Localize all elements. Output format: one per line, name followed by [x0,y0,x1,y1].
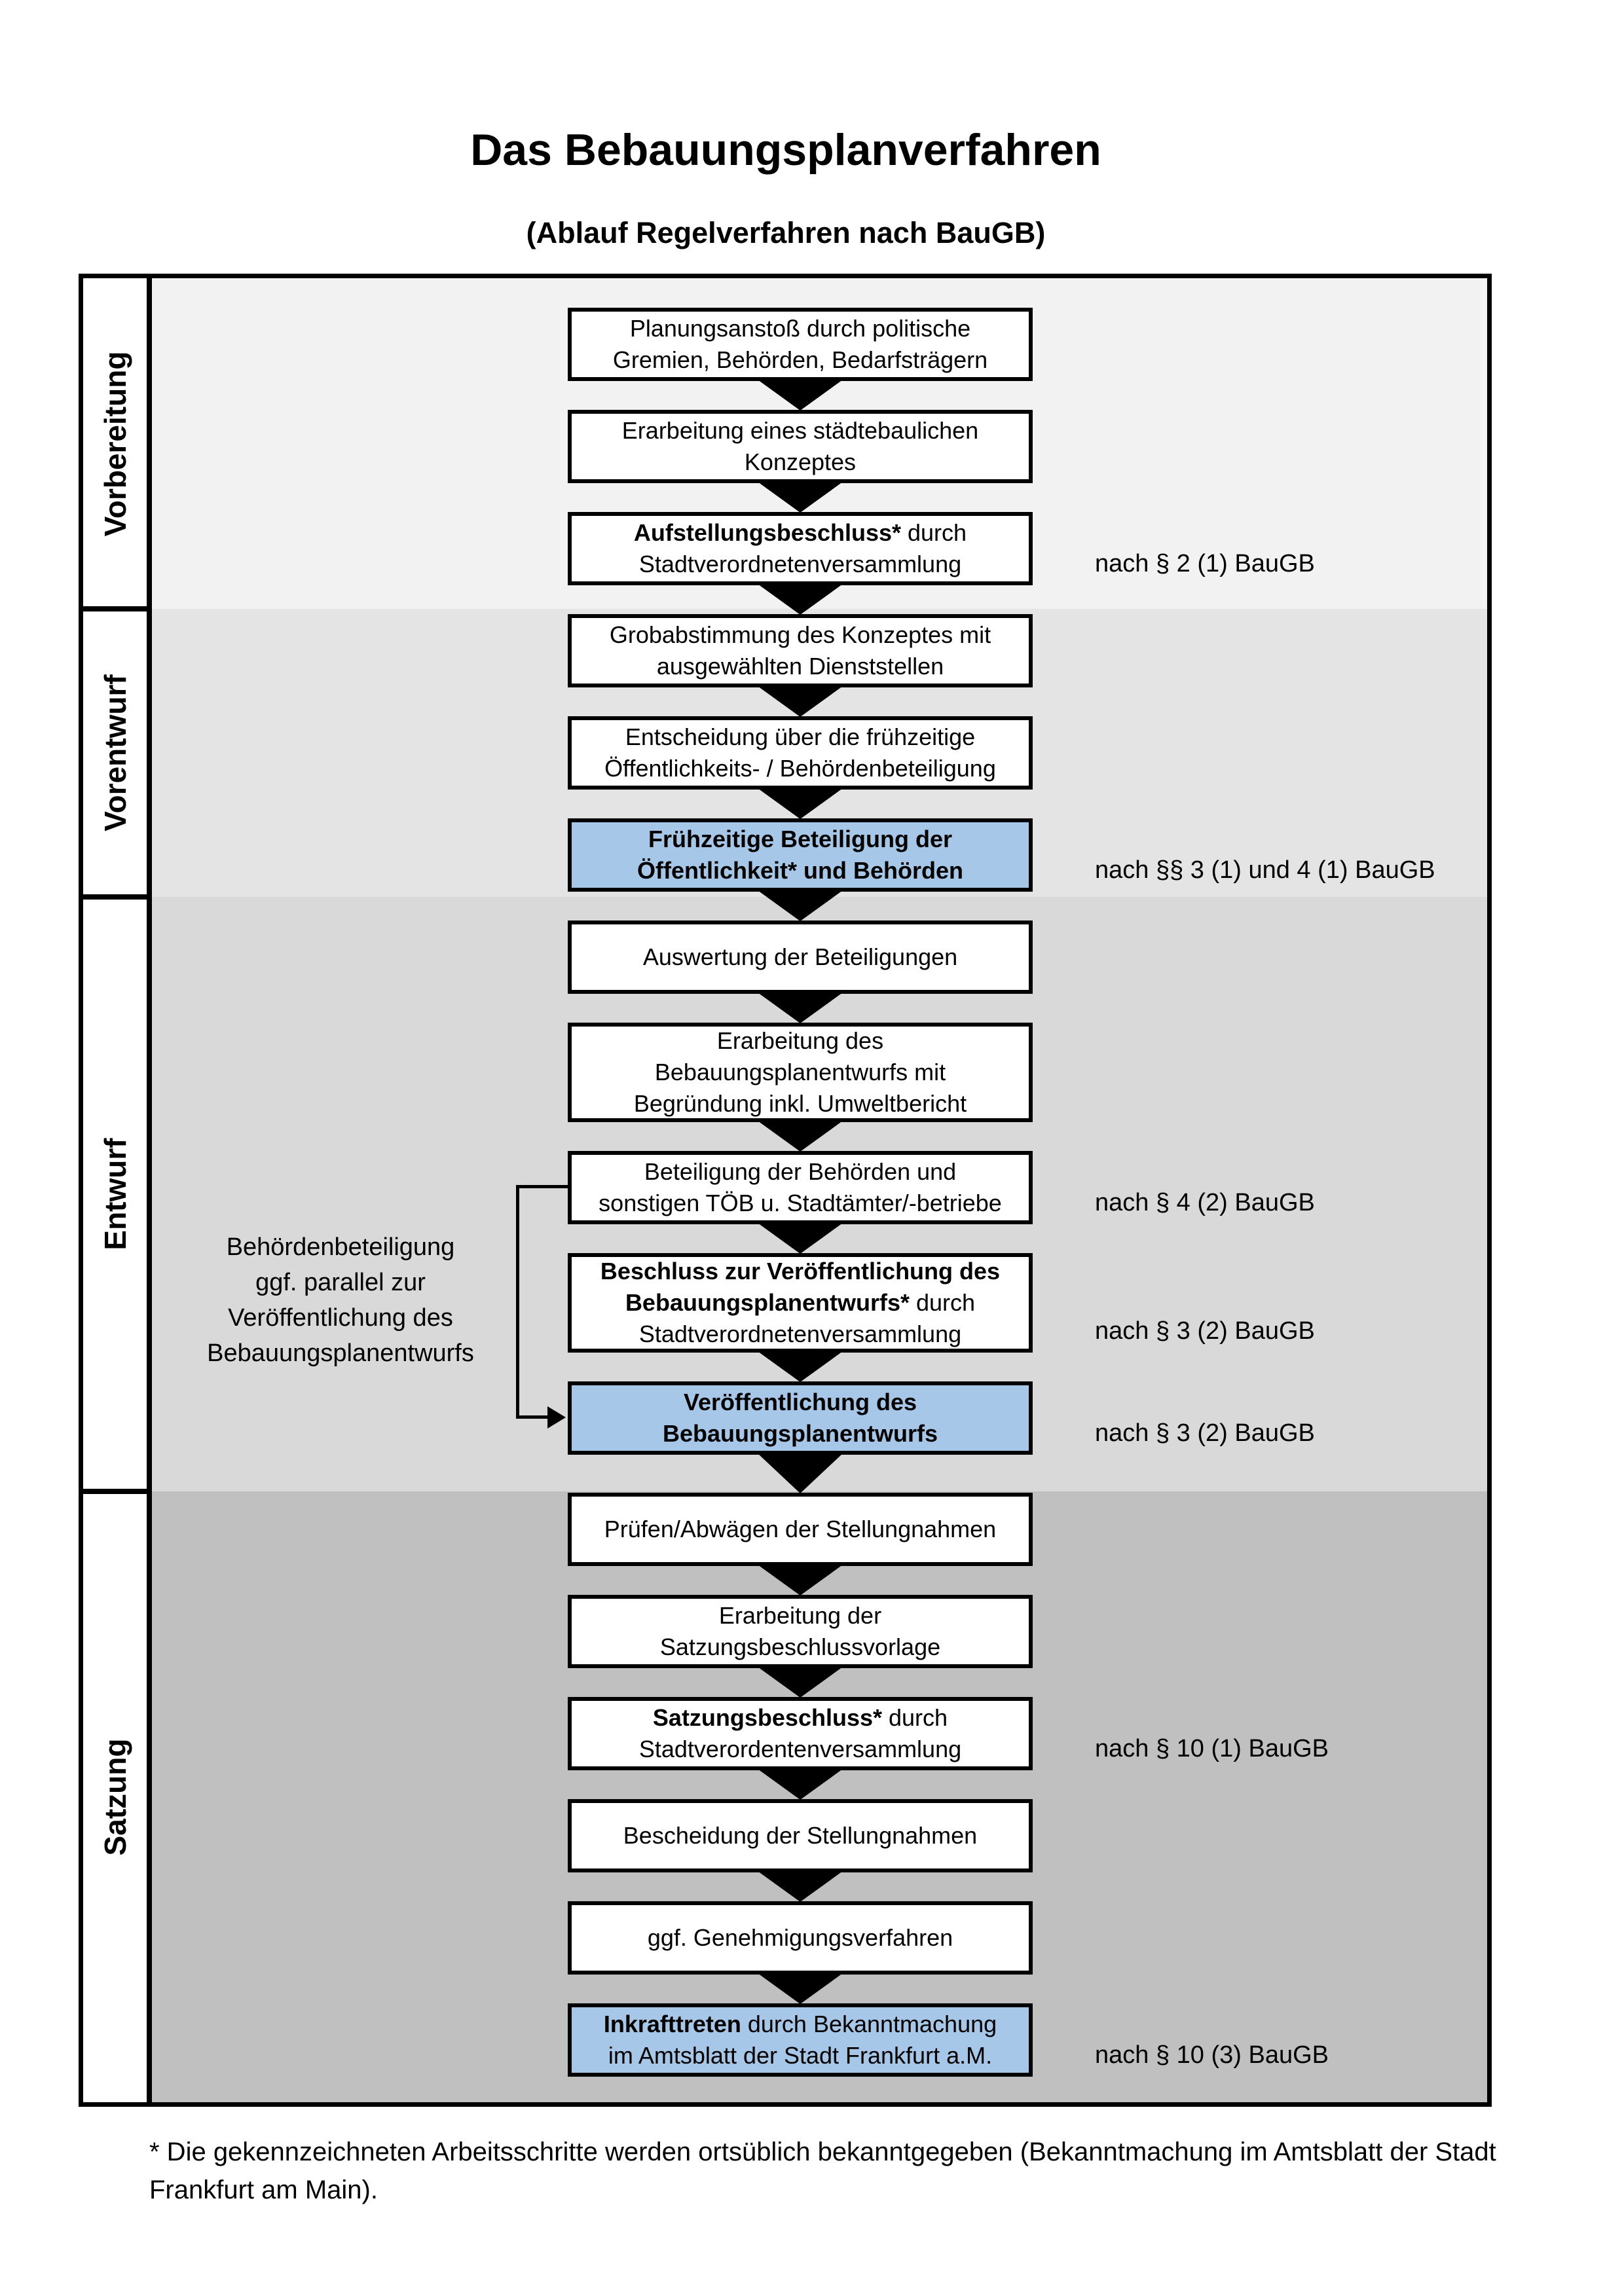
flow-box-11: Veröffentlichung des Bebauungsplanentwur… [568,1381,1033,1455]
flow-box-text-segment: durch Stadtverordentenversammlung [638,1704,962,1762]
phase-label-separator-2 [79,894,152,900]
flow-box-label: Entscheidung über die frühzeitige Öffent… [598,721,1003,784]
flow-box-15: Bescheidung der Stellungnahmen [568,1799,1033,1872]
flow-box-text-segment: durch Bekanntmachung im Amtsblatt der St… [608,2011,997,2069]
phase-label-separator-3 [79,1489,152,1494]
flow-arrow-down-icon-12 [758,1565,843,1595]
flow-arrow-down-icon-16 [758,1973,843,2004]
flow-box-text-segment: Veröffentlichung des Bebauungsplanentwur… [662,1389,938,1447]
flow-box-14: Satzungsbeschluss* durch Stadtverordente… [568,1697,1033,1770]
flow-arrow-down-icon-2 [758,482,843,513]
law-annotation-3: nach § 2 (1) BauGB [1095,550,1315,577]
phase-label-entwurf: Entwurf [98,1138,132,1250]
flow-box-label: Frühzeitige Beteiligung der Öffentlichke… [631,824,970,886]
connector-vertical-line [516,1185,519,1419]
flow-box-label: Erarbeitung eines städtebaulichen Konzep… [616,415,985,478]
flow-arrow-down-icon-10 [758,1351,843,1382]
connector-top-line [516,1185,568,1188]
flow-arrow-down-icon-9 [758,1223,843,1254]
flow-arrow-down-icon-6 [758,890,843,921]
flow-box-label: Aufstellungsbeschluss* durch Stadtverord… [627,517,973,580]
flow-box-text-segment: Planungsanstoß durch politische Gremien,… [612,315,988,373]
footnote: * Die gekennzeichneten Arbeitsschritte w… [149,2138,1496,2204]
flow-box-text-segment: Beschluss zur Veröffentlichung des Bebau… [600,1258,1001,1316]
flow-box-7: Auswertung der Beteiligungen [568,920,1033,994]
flow-box-5: Entscheidung über die frühzeitige Öffent… [568,716,1033,790]
flow-box-label: Beteiligung der Behörden und sonstigen T… [592,1156,1008,1219]
flow-box-text-segment: Inkrafttreten [603,2011,741,2037]
flow-arrow-down-icon-14 [758,1769,843,1800]
phase-label-satzung: Satzung [98,1738,132,1855]
flow-arrow-down-icon-13 [758,1667,843,1698]
flow-box-17: Inkrafttreten durch Bekanntmachung im Am… [568,2003,1033,2077]
phase-label-vorentwurf: Vorentwurf [98,674,132,831]
law-annotation-9: nach § 4 (2) BauGB [1095,1189,1315,1216]
flow-box-label: Veröffentlichung des Bebauungsplanentwur… [656,1387,944,1449]
flow-box-3: Aufstellungsbeschluss* durch Stadtverord… [568,512,1033,585]
flow-box-text-segment: Auswertung der Beteiligungen [642,943,958,970]
flow-box-9: Beteiligung der Behörden und sonstigen T… [568,1151,1033,1224]
flow-box-text-segment: durch Stadtverordnetenversammlung [638,519,967,577]
flow-box-text-segment: Aufstellungsbeschluss* [633,519,902,546]
flow-box-text-segment: Beteiligung der Behörden und sonstigen T… [599,1158,1002,1216]
flow-box-text-segment: Grobabstimmung des Konzeptes mit ausgewä… [609,621,991,680]
law-annotation-17: nach § 10 (3) BauGB [1095,2041,1329,2069]
page-title: Das Bebauungsplanverfahren [470,125,1101,175]
flow-arrow-down-icon-8 [758,1121,843,1152]
flow-box-1: Planungsanstoß durch politische Gremien,… [568,308,1033,381]
flow-box-4: Grobabstimmung des Konzeptes mit ausgewä… [568,614,1033,687]
flow-box-text-segment: Erarbeitung eines städtebaulichen Konzep… [621,417,979,475]
flow-box-label: Satzungsbeschluss* durch Stadtverordente… [633,1702,968,1765]
phase-label-vorbereitung: Vorbereitung [98,351,132,536]
law-annotation-6: nach §§ 3 (1) und 4 (1) BauGB [1095,856,1435,884]
flow-arrow-down-icon-5 [758,788,843,819]
flow-arrow-down-icon-11 [758,1453,843,1493]
flow-box-12: Prüfen/Abwägen der Stellungnahmen [568,1493,1033,1566]
phase-label-separator-1 [79,606,152,611]
flow-arrow-down-icon-1 [758,380,843,410]
flow-box-label: Inkrafttreten durch Bekanntmachung im Am… [597,2009,1003,2071]
law-annotation-10: nach § 3 (2) BauGB [1095,1317,1315,1345]
page-subtitle: (Ablauf Regelverfahren nach BauGB) [526,216,1046,249]
connector-arrowhead-icon [547,1406,566,1429]
flow-box-text-segment: Satzungsbeschluss* [652,1704,883,1731]
law-annotation-14: nach § 10 (1) BauGB [1095,1735,1329,1762]
flow-box-text-segment: Frühzeitige Beteiligung der Öffentlichke… [637,826,964,884]
flow-box-text-segment: Erarbeitung der Satzungsbeschlussvorlage [659,1602,941,1660]
flow-box-label: Grobabstimmung des Konzeptes mit ausgewä… [603,619,997,682]
side-note-parallel-procedure: Behördenbeteiligung ggf. parallel zur Ve… [207,1233,474,1367]
flow-box-label: Prüfen/Abwägen der Stellungnahmen [598,1514,1003,1545]
flow-box-2: Erarbeitung eines städtebaulichen Konzep… [568,410,1033,483]
flow-box-text-segment: ggf. Genehmigungsverfahren [647,1924,953,1951]
connector-bottom-line [516,1415,550,1419]
flow-box-label: Erarbeitung des Bebauungsplanentwurfs mi… [627,1025,973,1120]
flow-box-text-segment: Erarbeitung des Bebauungsplanentwurfs mi… [633,1027,967,1117]
flow-box-text-segment: Prüfen/Abwägen der Stellungnahmen [604,1516,997,1542]
flow-arrow-down-icon-3 [758,584,843,615]
flow-box-label: Beschluss zur Veröffentlichung des Bebau… [594,1256,1006,1350]
flow-box-label: Erarbeitung der Satzungsbeschlussvorlage [654,1600,947,1663]
flow-box-label: Auswertung der Beteiligungen [637,941,964,973]
flow-arrow-down-icon-15 [758,1871,843,1902]
flow-box-text-segment: Bescheidung der Stellungnahmen [623,1822,978,1849]
flow-box-6: Frühzeitige Beteiligung der Öffentlichke… [568,818,1033,892]
flow-box-10: Beschluss zur Veröffentlichung des Bebau… [568,1253,1033,1353]
flow-arrow-down-icon-4 [758,686,843,717]
flow-box-text-segment: durch Stadtverordnetenversammlung [638,1289,976,1347]
flow-arrow-down-icon-7 [758,993,843,1023]
flow-box-label: ggf. Genehmigungsverfahren [641,1922,959,1954]
flow-box-16: ggf. Genehmigungsverfahren [568,1901,1033,1975]
law-annotation-11: nach § 3 (2) BauGB [1095,1419,1315,1447]
phase-label-column [79,274,152,2107]
flow-box-13: Erarbeitung der Satzungsbeschlussvorlage [568,1595,1033,1668]
flow-box-8: Erarbeitung des Bebauungsplanentwurfs mi… [568,1023,1033,1122]
flow-box-label: Planungsanstoß durch politische Gremien,… [606,313,994,376]
flow-box-label: Bescheidung der Stellungnahmen [617,1820,984,1851]
flow-box-text-segment: Entscheidung über die frühzeitige Öffent… [604,723,996,782]
